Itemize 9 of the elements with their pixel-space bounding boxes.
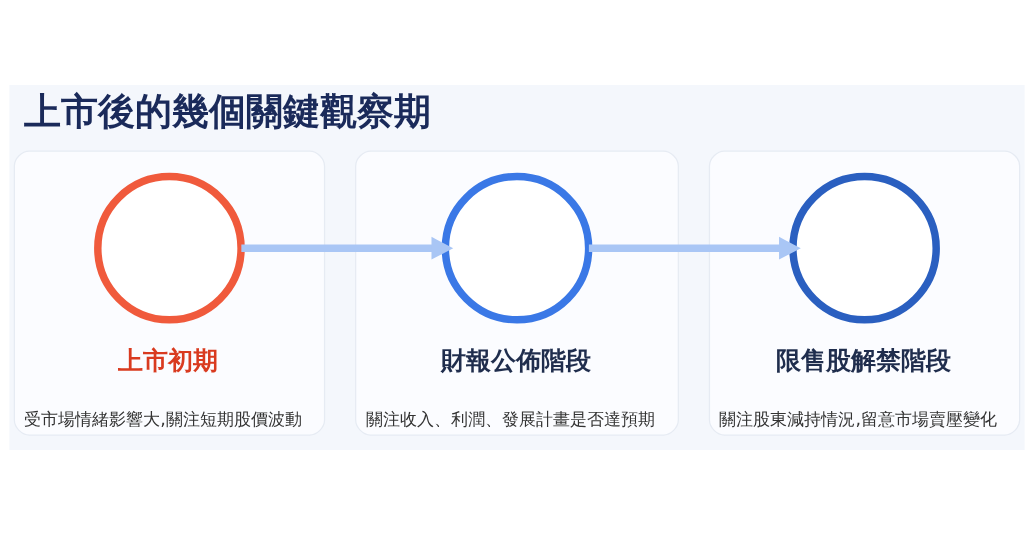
node-circle: [441, 172, 592, 324]
node-circle: [93, 172, 245, 324]
node-circle: [788, 172, 940, 324]
arrow: [240, 236, 453, 260]
diagram-title: 上市後的幾個關鍵觀察期: [23, 88, 431, 133]
arrow: [588, 236, 801, 260]
cluster: 財報公佈階段 關注收入、利潤、發展計畫是否達預期: [354, 149, 679, 436]
cluster: 上市初期 受市場情緒影響大,關注短期股價波動: [13, 149, 325, 436]
cluster: 限售股解禁階段 關注股東減持情況,留意市場賣壓變化: [708, 149, 1020, 436]
